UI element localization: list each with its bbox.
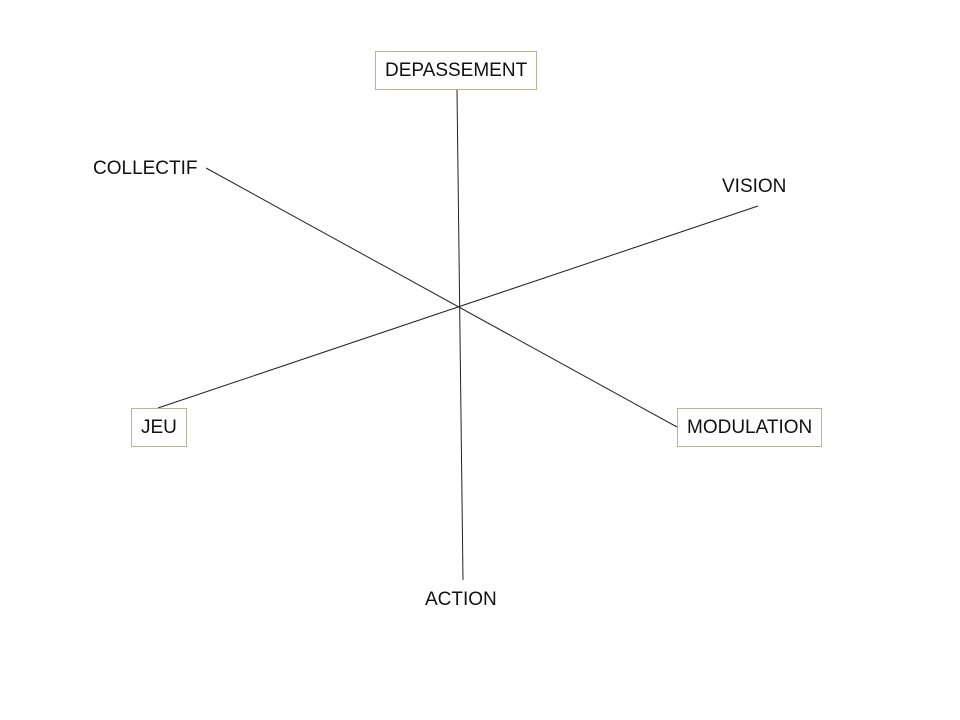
label-action: ACTION bbox=[425, 589, 497, 610]
label-collectif: COLLECTIF bbox=[93, 158, 198, 179]
axis-jeu-vision bbox=[157, 205, 759, 409]
label-vision: VISION bbox=[722, 176, 787, 197]
label-depassement: DEPASSEMENT bbox=[375, 51, 538, 90]
axis-depassement-action bbox=[456, 89, 464, 581]
label-jeu: JEU bbox=[131, 408, 187, 447]
axis-collectif-modulation bbox=[205, 167, 678, 428]
label-modulation: MODULATION bbox=[677, 408, 823, 447]
